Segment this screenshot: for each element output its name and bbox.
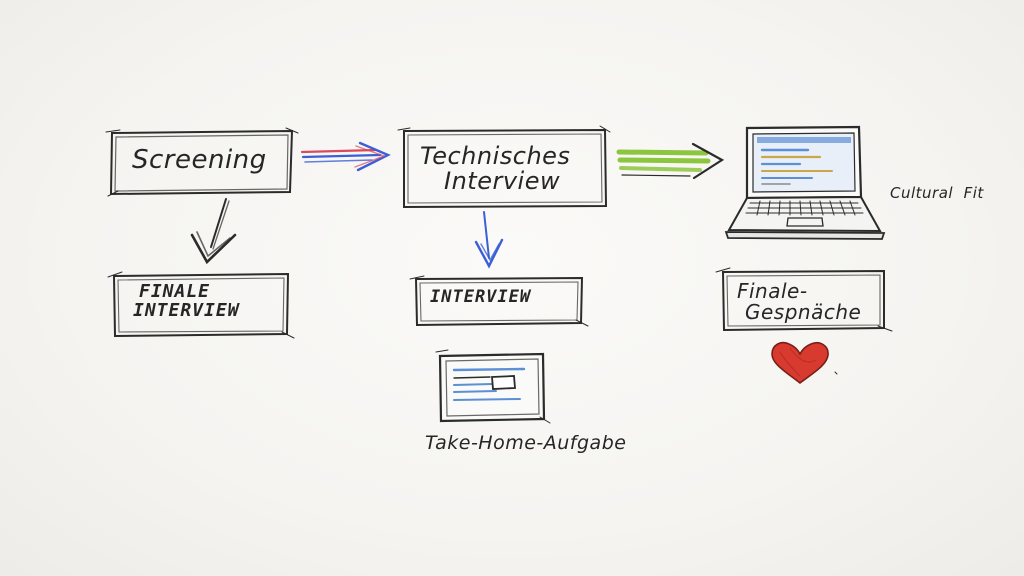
interview-box: [409, 275, 589, 327]
node-technical-interview-line-2: Interview: [444, 167, 561, 196]
node-finale-interview-line-2: INTERVIEW: [133, 299, 240, 321]
arrow-screening-to-technical: [300, 141, 391, 172]
node-take-home-label: Take-Home-Aufgabe: [425, 432, 627, 454]
node-technical-interview-label: Technisches Interview: [420, 142, 571, 196]
technisches-interview-box: [397, 125, 611, 209]
node-finale-gespraeche-label: Finale- Gespnäche: [737, 281, 861, 323]
node-cultural-fit-label: Cultural Fit: [890, 184, 984, 202]
arrow-technical-to-cultural-fit: [616, 142, 725, 180]
document-card-icon: [435, 349, 551, 424]
arrow-technical-to-interview: [474, 211, 504, 269]
node-screening-label: Screening: [132, 145, 267, 175]
laptop-icon: [724, 125, 886, 240]
node-finale-gespraeche-line-2: Gespnäche: [745, 300, 862, 324]
node-finale-interview-label: FINALE INTERVIEW: [133, 281, 240, 321]
node-finale-interview-line-1: FINALE: [139, 281, 211, 302]
node-interview-label: INTERVIEW: [430, 287, 532, 307]
node-technical-interview-line-1: Technisches: [420, 142, 571, 170]
checkmark-arrow-icon: [190, 198, 237, 265]
finale-interview-box: [107, 271, 295, 339]
finale-gespraeche-box: [715, 267, 893, 332]
screening-box: [105, 127, 299, 197]
heart-icon: [771, 341, 838, 385]
node-finale-gespraeche-line-1: Finale-: [737, 279, 808, 303]
